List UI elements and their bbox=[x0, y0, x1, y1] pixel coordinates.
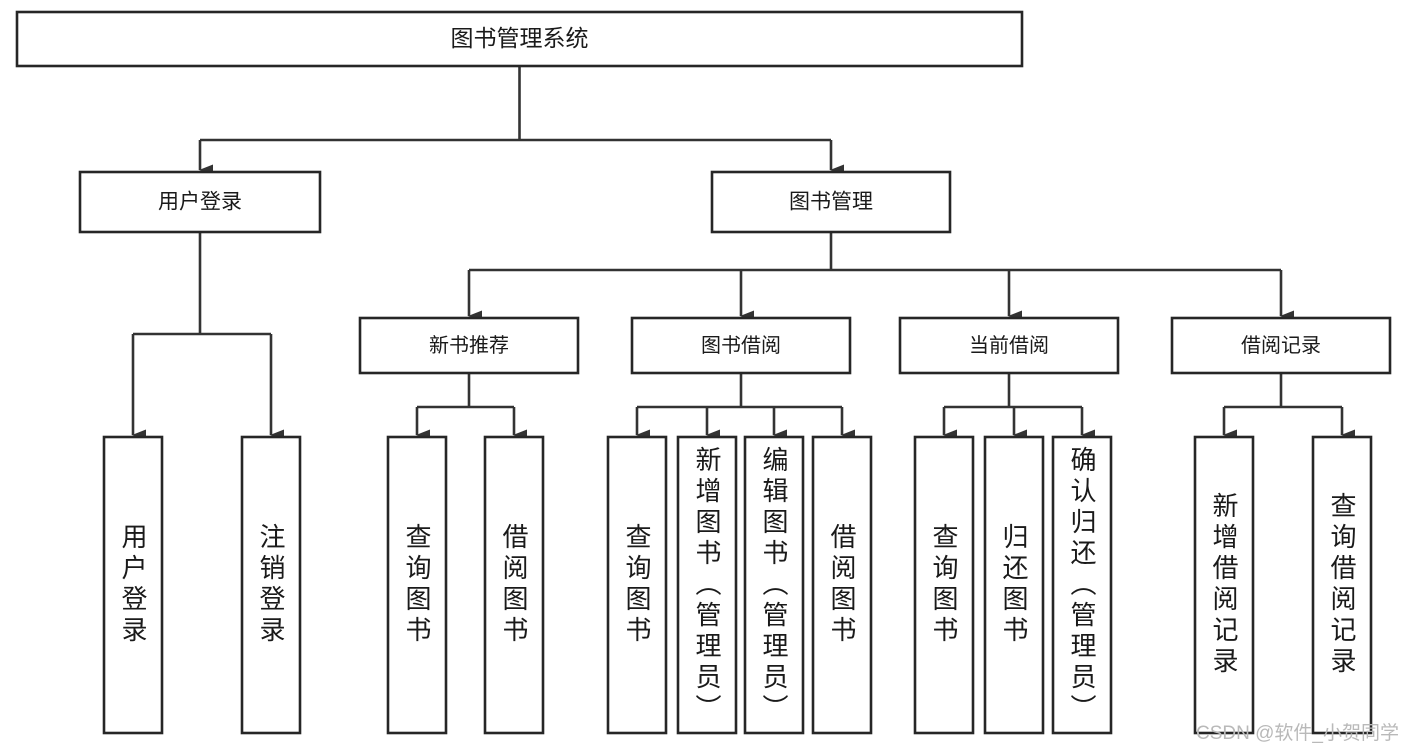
node-level2-图书借阅-label: 图书借阅 bbox=[701, 334, 781, 357]
node-level2-当前借阅-label: 当前借阅 bbox=[969, 334, 1049, 357]
node-level2-当前借阅[interactable]: 当前借阅 bbox=[898, 316, 1120, 375]
watermark: CSDN @软件_小贺同学 bbox=[1196, 723, 1399, 744]
node-leaf-12-查询借阅记录[interactable] bbox=[1311, 435, 1373, 735]
connector-layer bbox=[131, 66, 1355, 441]
node-leaf-5-新增图书管理员[interactable] bbox=[676, 435, 738, 735]
node-leaf-3-借阅图书-rect[interactable] bbox=[483, 435, 545, 735]
node-leaf-5-新增图书管理员-rect[interactable] bbox=[676, 435, 738, 735]
node-leaf-8-查询图书-rect[interactable] bbox=[913, 435, 975, 735]
node-leaf-8-查询图书[interactable] bbox=[913, 435, 975, 735]
node-level1-用户登录-label: 用户登录 bbox=[158, 191, 242, 214]
node-level1-用户登录[interactable]: 用户登录 bbox=[78, 170, 322, 234]
node-leaf-7-借阅图书[interactable] bbox=[811, 435, 873, 735]
node-level2-新书推荐-label: 新书推荐 bbox=[429, 334, 509, 357]
node-leaf-1-注销登录[interactable] bbox=[240, 435, 302, 735]
node-leaf-12-查询借阅记录-rect[interactable] bbox=[1311, 435, 1373, 735]
node-level1-图书管理-rect[interactable] bbox=[710, 170, 952, 234]
node-leaf-11-新增借阅记录[interactable] bbox=[1193, 435, 1255, 735]
node-leaf-6-编辑图书管理员[interactable] bbox=[743, 435, 805, 735]
node-level2-图书借阅[interactable]: 图书借阅 bbox=[630, 316, 852, 375]
node-level2-新书推荐-rect[interactable] bbox=[358, 316, 580, 375]
node-level2-借阅记录[interactable]: 借阅记录 bbox=[1170, 316, 1392, 375]
node-root-图书管理系统-rect[interactable] bbox=[15, 10, 1024, 68]
node-leaf-4-查询图书[interactable] bbox=[606, 435, 668, 735]
node-level2-借阅记录-rect[interactable] bbox=[1170, 316, 1392, 375]
node-leaf-1-注销登录-rect[interactable] bbox=[240, 435, 302, 735]
node-leaf-4-查询图书-rect[interactable] bbox=[606, 435, 668, 735]
node-root-图书管理系统-label: 图书管理系统 bbox=[451, 25, 589, 51]
node-root-图书管理系统[interactable]: 图书管理系统 bbox=[15, 10, 1024, 68]
node-leaf-10-确认归还管理员[interactable] bbox=[1051, 435, 1113, 735]
node-leaf-0-用户登录[interactable] bbox=[102, 435, 164, 735]
node-leaf-2-查询图书-rect[interactable] bbox=[386, 435, 448, 735]
node-level2-新书推荐[interactable]: 新书推荐 bbox=[358, 316, 580, 375]
node-leaf-3-借阅图书[interactable] bbox=[483, 435, 545, 735]
node-leaf-7-借阅图书-rect[interactable] bbox=[811, 435, 873, 735]
node-leaf-9-归还图书[interactable] bbox=[983, 435, 1045, 735]
node-level1-图书管理-label: 图书管理 bbox=[789, 191, 873, 214]
node-leaf-11-新增借阅记录-rect[interactable] bbox=[1193, 435, 1255, 735]
node-level2-借阅记录-label: 借阅记录 bbox=[1241, 334, 1321, 357]
node-leaf-9-归还图书-rect[interactable] bbox=[983, 435, 1045, 735]
node-leaf-0-用户登录-rect[interactable] bbox=[102, 435, 164, 735]
node-level1-图书管理[interactable]: 图书管理 bbox=[710, 170, 952, 234]
node-leaf-10-确认归还管理员-rect[interactable] bbox=[1051, 435, 1113, 735]
node-level2-图书借阅-rect[interactable] bbox=[630, 316, 852, 375]
node-leaf-6-编辑图书管理员-rect[interactable] bbox=[743, 435, 805, 735]
node-level2-当前借阅-rect[interactable] bbox=[898, 316, 1120, 375]
node-leaf-2-查询图书[interactable] bbox=[386, 435, 448, 735]
node-level1-用户登录-rect[interactable] bbox=[78, 170, 322, 234]
